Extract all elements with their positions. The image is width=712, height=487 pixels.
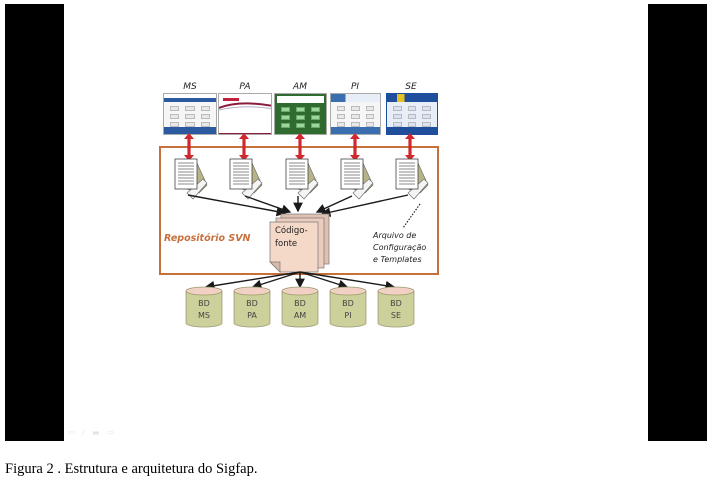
screenshot-thumbnail-se <box>386 93 438 135</box>
db-label-line2: AM <box>293 311 307 320</box>
db-label-line2: MS <box>198 311 210 320</box>
pencil-icon[interactable]: ⁄ <box>82 428 85 437</box>
database-am-icon <box>281 286 319 328</box>
source-code-label: Código- fonte <box>275 225 308 251</box>
state-label-ms: MS <box>183 82 197 92</box>
config-label-line2: Configuração <box>373 243 427 252</box>
config-file-icon-am <box>285 158 319 200</box>
screenshot-thumbnail-pi <box>330 93 381 135</box>
config-label-line1: Arquivo de <box>373 231 417 240</box>
database-label-ms: BD MS <box>186 298 222 322</box>
repository-label: Repositório SVN <box>164 233 251 244</box>
deploy-arrows <box>204 271 396 291</box>
config-file-icon-pi <box>340 158 374 200</box>
screenshot-thumbnail-am <box>274 93 327 135</box>
db-label-line1: BD <box>342 299 354 308</box>
config-label-line3: e Templates <box>373 255 422 264</box>
config-file-icon-pa <box>229 158 263 200</box>
arrow-left-icon[interactable]: ⇦ <box>68 428 75 437</box>
letterbox-left <box>5 4 64 441</box>
database-se-icon <box>377 286 415 328</box>
state-label-am: AM <box>293 82 307 92</box>
letterbox-right <box>648 4 707 441</box>
db-label-line1: BD <box>198 299 210 308</box>
figure-caption: Figura 2 . Estrutura e arquitetura do Si… <box>5 461 258 477</box>
config-file-icon-se <box>395 158 429 200</box>
config-templates-label: Arquivo de Configuração e Templates <box>373 230 426 266</box>
database-label-se: BD SE <box>378 298 414 322</box>
database-label-pa: BD PA <box>234 298 270 322</box>
database-ms-icon <box>185 286 223 328</box>
db-label-line2: SE <box>390 311 402 320</box>
db-label-line1: BD <box>294 299 306 308</box>
sync-arrow-am <box>295 133 305 161</box>
sync-arrow-se <box>405 133 415 161</box>
merge-arrows <box>187 194 409 217</box>
db-label-line2: PA <box>247 311 257 320</box>
db-label-line2: PI <box>344 311 352 320</box>
monitor-icon[interactable]: ▬ <box>92 428 100 437</box>
state-label-pa: PA <box>239 82 251 92</box>
database-pa-icon <box>233 286 271 328</box>
source-code-stack-icon <box>269 213 330 273</box>
source-code-label-line2: fonte <box>275 239 298 249</box>
sync-arrow-pi <box>350 133 360 161</box>
screenshot-thumbnail-pa <box>218 93 272 135</box>
state-label-pi: PI <box>350 82 360 92</box>
config-pointer-line <box>402 203 421 229</box>
state-label-se: SE <box>405 82 417 92</box>
db-label-line1: BD <box>246 299 258 308</box>
sync-arrow-pa <box>239 133 249 161</box>
source-code-label-line1: Código- <box>275 226 308 236</box>
slide-toolbar: ⇦ ⁄ ▬ ⇨ <box>68 428 114 437</box>
db-label-line1: BD <box>390 299 402 308</box>
database-label-pi: BD PI <box>330 298 366 322</box>
database-label-am: BD AM <box>282 298 318 322</box>
arrow-right-icon[interactable]: ⇨ <box>107 428 115 437</box>
config-file-icon-ms <box>174 158 208 200</box>
database-pi-icon <box>329 286 367 328</box>
sync-arrow-ms <box>184 133 194 161</box>
screenshot-thumbnail-ms <box>163 93 217 135</box>
